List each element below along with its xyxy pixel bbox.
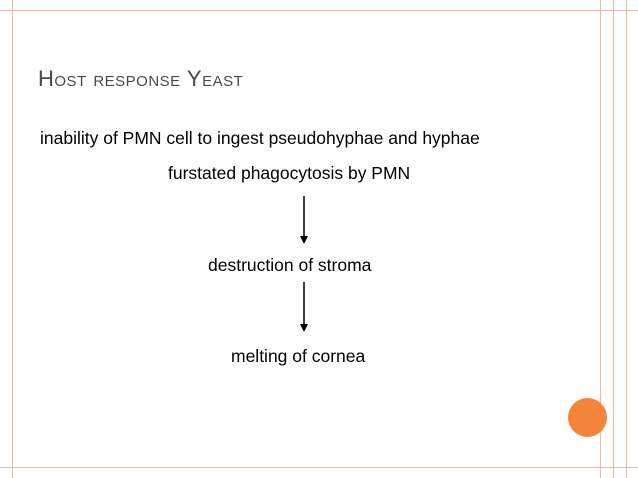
- text-line-cornea-melting: melting of cornea: [231, 346, 366, 366]
- frame-line-right-b: [613, 0, 614, 478]
- text-line-stroma-destruction: destruction of stroma: [208, 255, 372, 275]
- down-arrow-icon: [300, 196, 308, 244]
- frame-line-right-a: [600, 0, 601, 478]
- frame-line-right-c: [626, 0, 627, 478]
- slide-title: Host response Yeast: [38, 66, 244, 91]
- text-line-pmn-inability: inability of PMN cell to ingest pseudohy…: [40, 128, 480, 148]
- down-arrow-icon: [300, 282, 308, 332]
- text-line-frustrated-phagocytosis: furstated phagocytosis by PMN: [168, 163, 411, 183]
- frame-line-bottom: [0, 467, 638, 468]
- decorative-circle: [568, 398, 607, 437]
- frame-line-left: [12, 0, 13, 478]
- frame-line-top: [0, 10, 638, 11]
